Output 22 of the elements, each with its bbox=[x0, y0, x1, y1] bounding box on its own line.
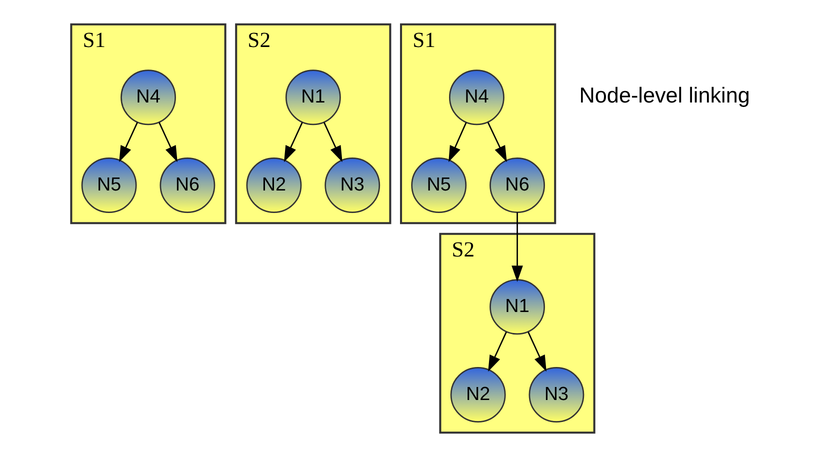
node-circle: N3 bbox=[528, 367, 584, 422]
arrow bbox=[511, 212, 522, 282]
arrow bbox=[527, 332, 546, 372]
node-circle: N4 bbox=[448, 70, 504, 126]
arrow bbox=[158, 122, 177, 162]
node-circle: N6 bbox=[159, 158, 215, 213]
arrow bbox=[486, 122, 506, 162]
arrow bbox=[322, 122, 342, 162]
node-circle: N5 bbox=[80, 158, 136, 213]
node-circle: N2 bbox=[246, 158, 302, 213]
arrow bbox=[448, 122, 466, 162]
arrow bbox=[488, 332, 506, 372]
node-circle: N2 bbox=[450, 367, 506, 422]
node-circle: N5 bbox=[410, 158, 466, 213]
arrow bbox=[118, 122, 138, 162]
label: Node-level linking bbox=[578, 82, 750, 108]
node-circle: N4 bbox=[120, 70, 176, 126]
node-circle: N3 bbox=[324, 158, 380, 213]
node-circle: N1 bbox=[489, 279, 544, 335]
arrow bbox=[283, 122, 302, 162]
node-circle: N1 bbox=[284, 70, 340, 126]
node-circle: N6 bbox=[489, 158, 544, 213]
